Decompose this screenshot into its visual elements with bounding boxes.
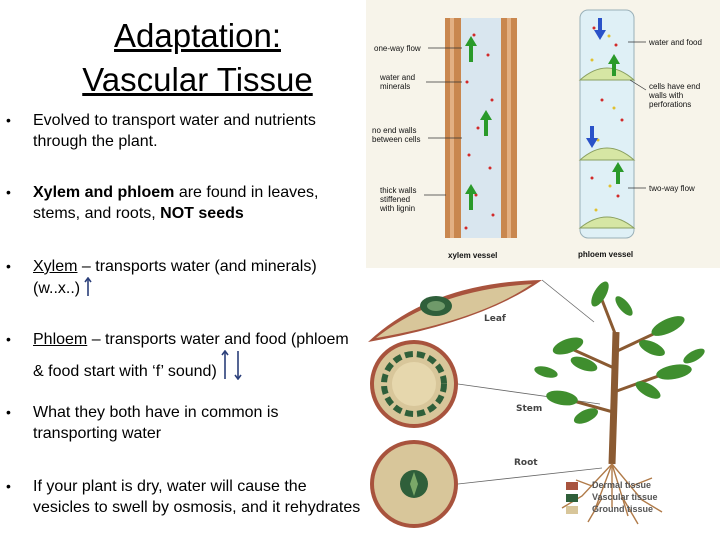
leader-lines [424, 41, 647, 196]
label-two-way-flow: two-way flow [649, 184, 695, 193]
plant-tissue-diagram: Leaf Stem Root [362, 272, 720, 540]
xylem-vessel [445, 18, 517, 238]
mineral-dots [464, 33, 495, 230]
caption-phloem: phloem vessel [578, 250, 634, 259]
label-thick-walls: thick walls stiffened with lignin [380, 186, 417, 213]
bullet-marker: • [6, 258, 11, 274]
plant-tissue-svg [368, 279, 705, 528]
root-cross-section [370, 440, 458, 528]
term-xylem: Xylem [33, 258, 78, 275]
label-root: Root [514, 458, 538, 468]
label-end-walls: cells have end walls with perforations [649, 82, 701, 109]
legend-label: Ground tissue [592, 504, 654, 514]
plant-leaves [534, 281, 705, 424]
down-arrows [586, 18, 606, 148]
legend-item-dermal: Dermal tissue [566, 480, 706, 491]
bullet-marker: • [6, 404, 11, 420]
title-line-2: Vascular Tissue [82, 61, 313, 98]
legend-swatch [566, 494, 578, 502]
caption-xylem: xylem vessel [448, 251, 498, 260]
bullet-text: If your plant is dry, water will cause t… [33, 478, 361, 516]
bullet-text: Evolved to transport water and nutrients… [33, 112, 316, 150]
label-leaf: Leaf [484, 314, 506, 324]
slide-title: Adaptation: Vascular Tissue [40, 14, 355, 102]
plant-illustration [534, 281, 705, 525]
legend-swatch [566, 506, 578, 514]
label-one-way-flow: one-way flow [374, 44, 421, 53]
bullet-text: Xylem – transports water (and minerals) … [33, 256, 363, 299]
tissue-legend: Dermal tissue Vascular tissue Ground tis… [566, 480, 706, 516]
legend-label: Dermal tissue [592, 480, 652, 490]
up-arrows [465, 36, 492, 210]
label-water-minerals: water and minerals [380, 73, 416, 91]
bullet-text: What they both have in common is transpo… [33, 404, 279, 442]
bullet-body: – transports water and food (phloem & fo… [33, 331, 349, 380]
stem-cross-section [370, 340, 458, 428]
bullet-marker: • [6, 184, 11, 200]
up-down-arrows-icon [221, 350, 242, 380]
food-dots [590, 26, 624, 198]
up-arrows [608, 54, 624, 184]
label-water-food: water and food [649, 38, 702, 47]
bullet-text: Phloem – transports water and food (phlo… [33, 329, 363, 382]
legend-item-ground: Ground tissue [566, 504, 706, 515]
legend-item-vascular: Vascular tissue [566, 492, 706, 503]
bold-term: Xylem and phloem [33, 184, 175, 201]
bullet-marker: • [6, 478, 11, 494]
legend-swatch [566, 482, 578, 490]
legend-label: Vascular tissue [592, 492, 658, 502]
bullet-marker: • [6, 331, 11, 347]
vessel-diagram-svg [424, 9, 647, 239]
leaf-cross-section [368, 280, 542, 342]
bullet-body: are found in leaves, stems, and roots, [33, 184, 319, 222]
bullet-text: Xylem and phloem are found in leaves, st… [33, 182, 363, 224]
phloem-vessel [578, 9, 636, 239]
bullet-body: – transports water (and minerals) (w..x.… [33, 258, 317, 297]
label-no-end-walls: no end walls between cells [372, 126, 421, 144]
bold-term: NOT seeds [160, 205, 244, 222]
bullet-marker: • [6, 112, 11, 128]
up-arrow-icon [84, 277, 92, 296]
term-phloem: Phloem [33, 331, 88, 348]
label-stem: Stem [516, 404, 543, 414]
vessel-diagram: one-way flow water and minerals no end w… [366, 0, 720, 268]
plant-roots [561, 463, 663, 525]
title-line-1: Adaptation: [114, 17, 281, 54]
